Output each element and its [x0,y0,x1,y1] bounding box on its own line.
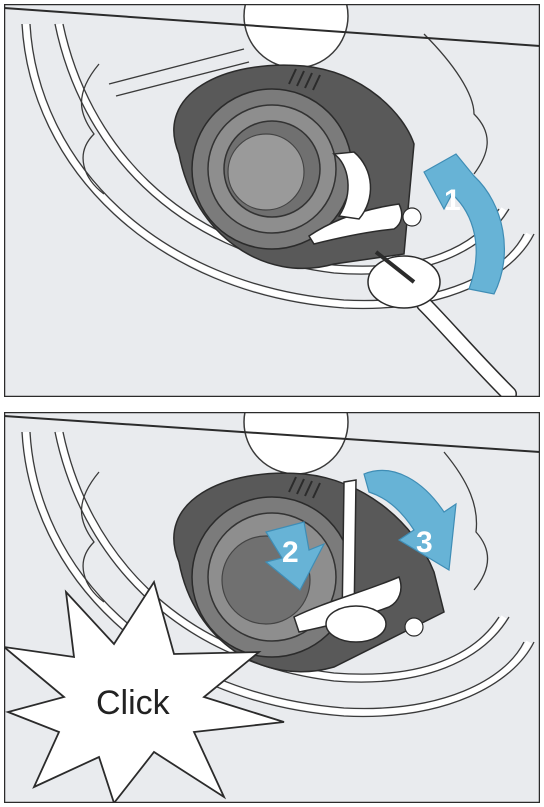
step-2-3-drawing: 2 3 Click [4,412,540,803]
step-1-illustration: 1 [4,4,540,397]
spoon-bowl [368,256,440,308]
step-1-drawing: 1 [4,4,540,397]
screw-head [405,618,423,636]
screw-head [403,208,421,226]
step-number-1: 1 [444,184,461,217]
step-number-3: 3 [416,526,433,559]
click-label: Click [96,684,171,722]
step-2-3-illustration: 2 3 Click [4,412,540,803]
filter-opening [228,134,304,210]
spoon-bowl [326,606,386,642]
step-number-2: 2 [282,536,299,569]
